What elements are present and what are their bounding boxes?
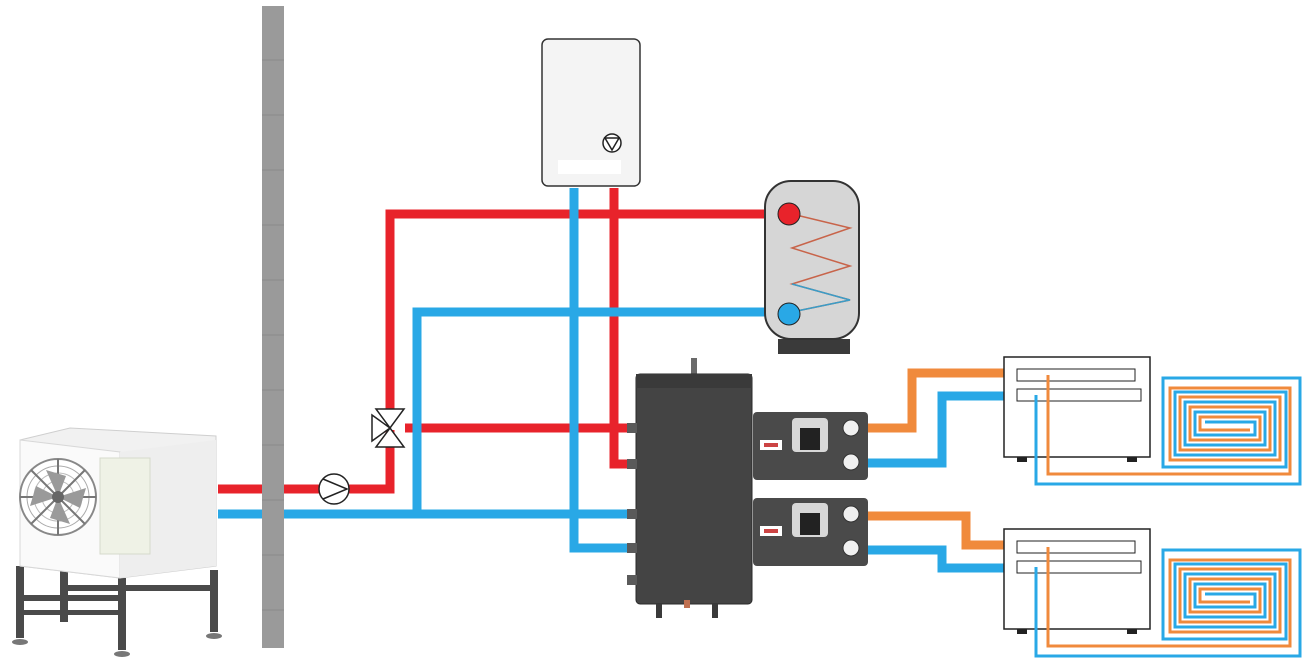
floor2-return-pipe <box>868 545 1004 573</box>
underfloor-manifold-1 <box>1003 356 1302 486</box>
boiler-return-pipe <box>569 188 630 553</box>
manifold-icon <box>1034 375 1302 486</box>
pipes <box>218 188 1004 573</box>
fan-icon <box>19 458 97 536</box>
hot-water-cylinder <box>764 180 860 354</box>
pump-group-2 <box>753 498 868 566</box>
floor1-supply-pipe <box>868 368 1004 433</box>
valve-icon <box>371 408 406 448</box>
tank-icon <box>636 374 752 388</box>
underfloor-manifold-2 <box>1003 528 1302 658</box>
three-way-valve <box>371 408 406 448</box>
wall <box>262 6 284 648</box>
boiler-supply-pipe <box>609 188 630 469</box>
floor2-supply-pipe <box>868 511 1004 550</box>
supply-pipe-cylinder <box>385 209 770 410</box>
supply-pipe-heatpump <box>218 430 395 494</box>
boiler-icon <box>603 137 621 152</box>
manifold-icon <box>1034 547 1302 658</box>
wall-mounted-boiler <box>541 38 641 187</box>
pump-group-1 <box>753 412 868 480</box>
return-pipe-cylinder <box>412 307 774 514</box>
circulation-pump <box>318 473 350 505</box>
buffer-tank <box>627 358 753 618</box>
pump-icon <box>322 478 349 500</box>
heat-pump-outdoor-unit <box>12 427 222 657</box>
floor1-return-pipe <box>868 391 1004 468</box>
